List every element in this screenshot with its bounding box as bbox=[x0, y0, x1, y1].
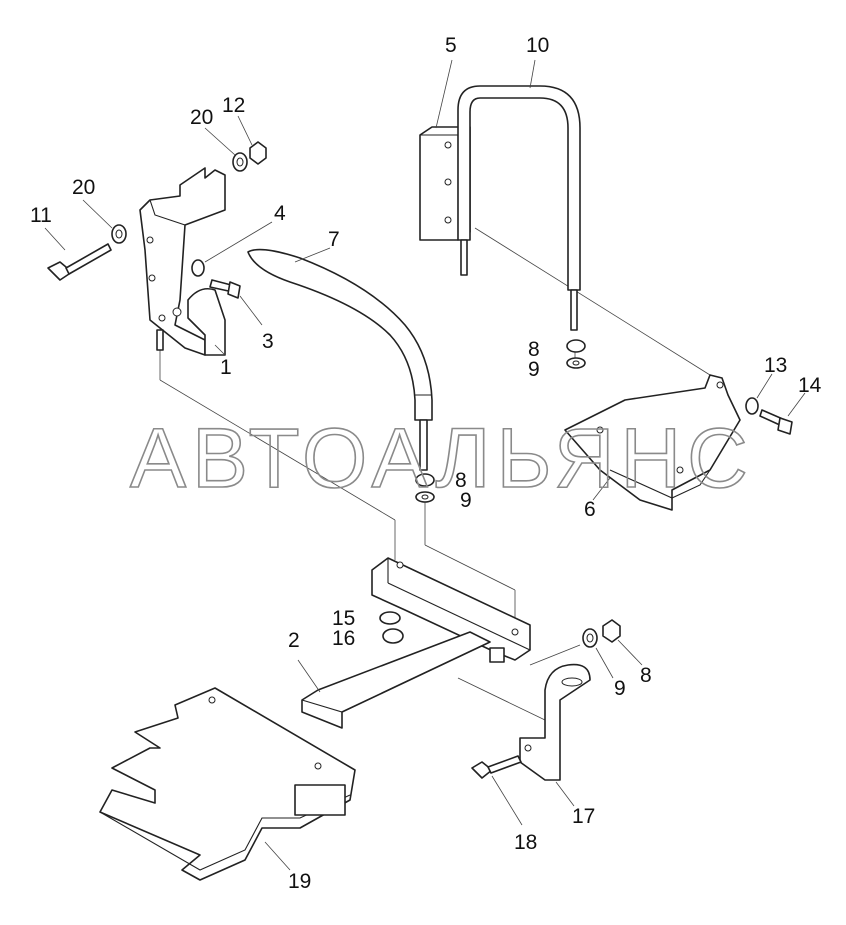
part-12-nut bbox=[249, 141, 267, 165]
part-7-curved-bar bbox=[247, 248, 433, 471]
part-19-floor-plate bbox=[99, 687, 356, 881]
part-9-washer-right bbox=[582, 628, 598, 648]
label-4: 4 bbox=[274, 202, 286, 225]
label-16: 16 bbox=[332, 627, 355, 650]
part-8-nut-handle bbox=[566, 339, 586, 353]
label-7: 7 bbox=[328, 228, 340, 251]
label-9-bar: 9 bbox=[460, 489, 472, 512]
assembly-lines bbox=[159, 227, 711, 721]
part-3-bolt bbox=[209, 279, 241, 299]
label-20-left: 20 bbox=[72, 176, 95, 199]
label-8-bar: 8 bbox=[455, 469, 467, 492]
part-8-nut-bar bbox=[415, 473, 435, 487]
label-6: 6 bbox=[584, 498, 596, 521]
label-3: 3 bbox=[262, 330, 274, 353]
label-19: 19 bbox=[288, 870, 311, 893]
label-5: 5 bbox=[445, 34, 457, 57]
part-11-bolt bbox=[47, 243, 112, 281]
label-2: 2 bbox=[288, 629, 300, 652]
part-20-washer-left bbox=[111, 224, 127, 244]
callout-labels: 1 2 3 4 5 6 7 8 8 8 9 9 9 10 11 12 13 14… bbox=[30, 34, 822, 893]
part-8-nut-right bbox=[602, 619, 621, 643]
label-1: 1 bbox=[220, 356, 232, 379]
part-9-washer-handle bbox=[566, 357, 586, 369]
callout-leaders bbox=[44, 59, 806, 871]
part-20-washer-top bbox=[232, 152, 248, 172]
label-9-right: 9 bbox=[614, 677, 626, 700]
label-17: 17 bbox=[572, 805, 595, 828]
label-9-handle: 9 bbox=[528, 358, 540, 381]
label-8-right: 8 bbox=[640, 664, 652, 687]
part-9-washer-bar bbox=[415, 491, 435, 503]
part-18-bolt bbox=[471, 755, 522, 779]
part-15-washer bbox=[379, 611, 401, 625]
label-15: 15 bbox=[332, 607, 355, 630]
watermark-text: АВТОАЛЬЯНС bbox=[130, 411, 754, 505]
part-14-bolt bbox=[759, 409, 793, 435]
label-20-top: 20 bbox=[190, 106, 213, 129]
label-18: 18 bbox=[514, 831, 537, 854]
label-10: 10 bbox=[526, 34, 549, 57]
label-11: 11 bbox=[30, 204, 52, 227]
label-8-handle: 8 bbox=[528, 338, 540, 361]
part-16-nut bbox=[382, 628, 404, 644]
part-17-l-bracket bbox=[519, 663, 591, 781]
part-10-u-handle bbox=[457, 85, 581, 331]
label-12: 12 bbox=[222, 94, 245, 117]
part-4-washer bbox=[191, 259, 205, 277]
label-13: 13 bbox=[764, 354, 787, 377]
label-14: 14 bbox=[798, 374, 822, 397]
part-2-frame bbox=[301, 557, 531, 729]
part-13-washer bbox=[745, 397, 759, 415]
part-1-bracket bbox=[139, 167, 226, 356]
part-6-support-plate bbox=[564, 374, 741, 511]
